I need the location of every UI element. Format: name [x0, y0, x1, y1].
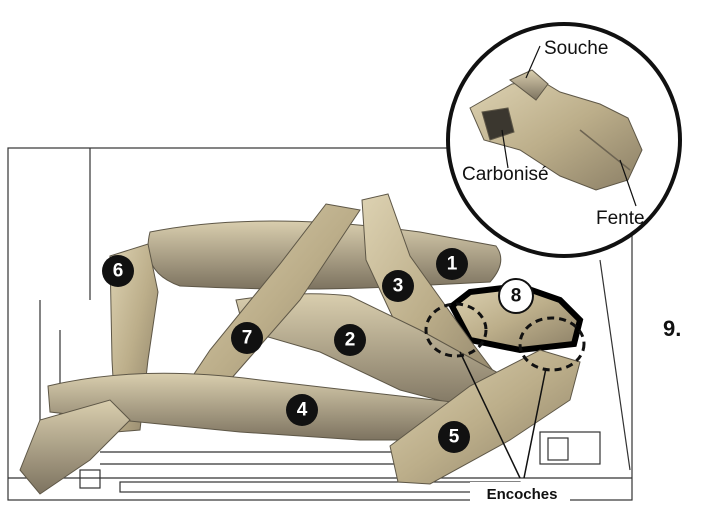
badge-4: 4	[286, 394, 318, 426]
charred-label: Carbonisé	[462, 164, 549, 185]
log-front-left	[20, 400, 130, 494]
log-detail-inset: Souche Carbonisé Fente	[448, 24, 680, 256]
badge-4-label: 4	[297, 400, 308, 421]
step-number: 9.	[663, 316, 681, 342]
badge-1-label: 1	[447, 254, 458, 275]
badge-2: 2	[334, 324, 366, 356]
stump-label: Souche	[544, 38, 608, 59]
badge-8-label: 8	[511, 286, 522, 307]
badge-7: 7	[231, 322, 263, 354]
badge-3: 3	[382, 270, 414, 302]
log-set	[20, 194, 580, 494]
badge-2-label: 2	[345, 330, 356, 351]
badge-1: 1	[436, 248, 468, 280]
notches-label: Encoches	[487, 486, 558, 503]
split-label: Fente	[596, 208, 645, 229]
badge-6: 6	[102, 255, 134, 287]
badge-7-label: 7	[242, 328, 253, 349]
badge-6-label: 6	[113, 261, 124, 282]
badge-3-label: 3	[393, 276, 404, 297]
badge-5: 5	[438, 421, 470, 453]
badge-5-label: 5	[449, 427, 460, 448]
badge-8: 8	[499, 279, 533, 313]
